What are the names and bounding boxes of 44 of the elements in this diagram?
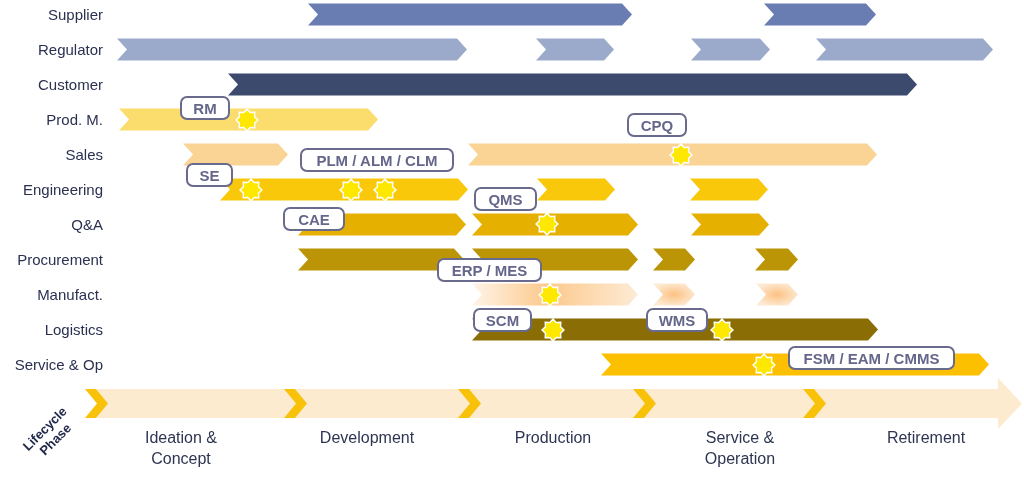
chevron-bar	[228, 73, 917, 96]
row-label: Q&A	[71, 215, 103, 234]
chevron-bar	[472, 213, 638, 236]
chevron-bar	[468, 143, 877, 166]
system-tag: FSM / EAM / CMMS	[788, 346, 955, 370]
chevron-bar	[816, 38, 993, 61]
row-label: Regulator	[37, 40, 103, 59]
system-tag: QMS	[474, 187, 537, 211]
phase-label: Production	[513, 428, 593, 448]
phase-label: Retirement	[885, 428, 967, 448]
system-tag: SE	[186, 163, 233, 187]
chevron-bar	[117, 38, 467, 61]
chevron-bar	[691, 213, 769, 236]
chevron-bar	[653, 248, 695, 271]
phase-label: Service & Operation	[703, 428, 777, 469]
row-label: Sales	[65, 145, 103, 164]
chevron-bar	[691, 38, 770, 61]
phase-label: Ideation & Concept	[143, 428, 219, 469]
system-tag: ERP / MES	[437, 258, 542, 282]
row-label: Manufact.	[37, 285, 103, 304]
chevron-bar	[472, 283, 638, 306]
row-label: Service & Op	[14, 355, 103, 374]
row-label: Procurement	[17, 250, 103, 269]
system-tag: RM	[180, 96, 230, 120]
row-label: Logistics	[44, 320, 103, 339]
chevron-bar	[690, 178, 768, 201]
chevron-bar	[653, 283, 695, 306]
phase-label: Development	[318, 428, 416, 448]
chevron-bar	[756, 283, 798, 306]
chevron-bar	[183, 143, 288, 166]
system-tag: SCM	[473, 308, 532, 332]
system-tag: CAE	[283, 207, 345, 231]
chevron-bar	[755, 248, 798, 271]
row-label: Prod. M.	[46, 110, 103, 129]
chevron-bar	[308, 3, 632, 26]
chevron-bar	[537, 178, 615, 201]
row-label: Customer	[37, 75, 103, 94]
chevron-bar	[764, 3, 876, 26]
chevron-bar	[536, 38, 614, 61]
system-tag: CPQ	[627, 113, 687, 137]
row-label: Supplier	[47, 5, 103, 24]
row-label: Engineering	[22, 180, 103, 199]
system-tag: WMS	[646, 308, 708, 332]
system-tag: PLM / ALM / CLM	[300, 148, 454, 172]
